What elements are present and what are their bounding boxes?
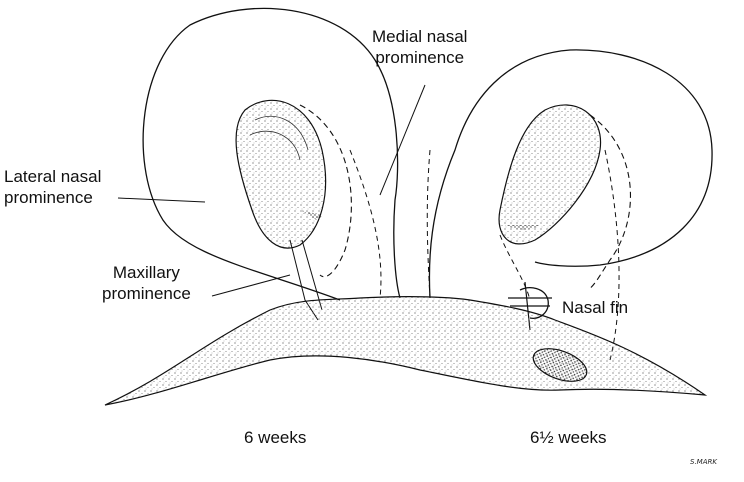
- left-nasal-pit: [235, 99, 327, 249]
- artist-signature: S.MARK: [690, 458, 717, 466]
- right-oral-pit: [532, 348, 588, 382]
- label-medial-nasal: Medial nasal prominence: [372, 27, 468, 67]
- leader-medial: [379, 84, 426, 196]
- label-6-half-weeks: 6½ weeks: [530, 428, 607, 447]
- leader-lateral: [117, 197, 206, 203]
- label-6-weeks: 6 weeks: [244, 428, 307, 447]
- label-lateral-nasal: Lateral nasal prominence: [4, 167, 102, 207]
- right-head-outline: [428, 49, 713, 299]
- left-head-outline: [142, 7, 401, 301]
- right-nasal-pit: [498, 104, 602, 245]
- leader-maxillary: [211, 274, 291, 297]
- label-maxillary: Maxillary prominence: [102, 263, 191, 303]
- label-nasal-fin: Nasal fin: [562, 298, 629, 317]
